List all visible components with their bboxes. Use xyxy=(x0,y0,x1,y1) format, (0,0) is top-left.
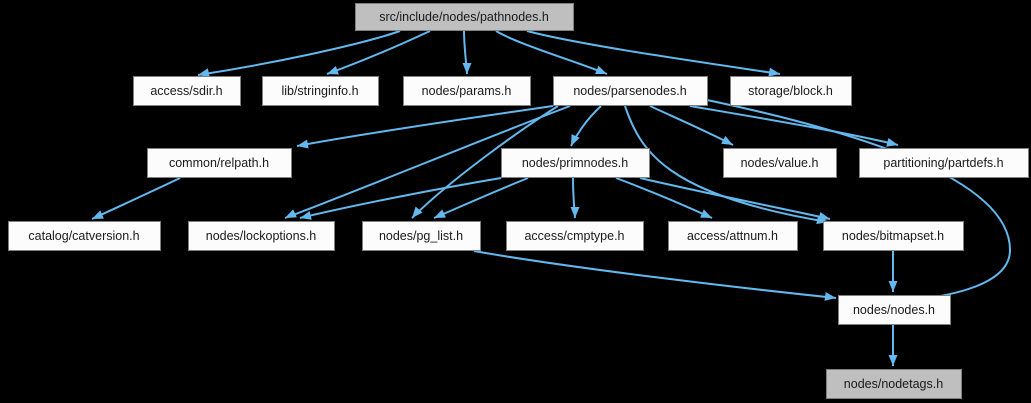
node-label: nodes/pg_list.h xyxy=(379,229,463,243)
node-box[interactable] xyxy=(362,221,481,251)
node-box[interactable] xyxy=(838,295,951,325)
edge-primnodes-to-lockoptions xyxy=(299,177,502,220)
node-label: lib/stringinfo.h xyxy=(281,84,358,98)
node-label: access/cmptype.h xyxy=(524,229,624,243)
edge-pathnodes-to-parsenodes xyxy=(495,30,608,75)
graph-node-nodetags[interactable]: nodes/nodetags.h xyxy=(826,369,962,399)
edge-parsenodes-to-value xyxy=(649,105,734,146)
edge-parsenodes-to-relpath xyxy=(296,105,554,149)
edge-pathnodes-to-params xyxy=(462,30,472,75)
arrowhead-icon xyxy=(595,65,607,75)
arrowhead-icon xyxy=(412,206,423,218)
edge-pathnodes-to-block xyxy=(526,30,781,77)
edge-primnodes-to-bitmapset xyxy=(639,177,831,221)
node-box[interactable] xyxy=(859,148,1029,178)
arrowhead-icon xyxy=(570,207,580,218)
edge-pathnodes-to-sdir xyxy=(197,30,401,78)
edge-primnodes-to-attnum xyxy=(615,177,713,219)
node-box[interactable] xyxy=(501,148,650,178)
arrowhead-icon xyxy=(285,209,297,218)
arrowhead-icon xyxy=(327,66,339,75)
node-box[interactable] xyxy=(8,221,161,251)
graph-node-cmptype[interactable]: access/cmptype.h xyxy=(506,221,644,251)
arrowhead-icon xyxy=(571,134,580,146)
edge-primnodes-to-pg_list xyxy=(433,177,529,219)
node-label: nodes/params.h xyxy=(422,84,512,98)
graph-node-catversion[interactable]: catalog/catversion.h xyxy=(8,221,161,251)
node-box[interactable] xyxy=(188,221,335,251)
node-label: access/attnum.h xyxy=(687,229,778,243)
arrowhead-icon xyxy=(198,68,210,78)
node-label: nodes/parsenodes.h xyxy=(573,84,686,98)
graph-node-bitmapset[interactable]: nodes/bitmapset.h xyxy=(823,221,964,251)
graph-node-pathnodes[interactable]: src/include/nodes/pathnodes.h xyxy=(355,3,574,31)
node-label: storage/block.h xyxy=(748,84,833,98)
node-box[interactable] xyxy=(506,221,644,251)
node-label: common/relpath.h xyxy=(169,156,269,170)
arrowhead-icon xyxy=(92,210,104,219)
node-box[interactable] xyxy=(553,76,708,106)
edge-parsenodes-to-lockoptions xyxy=(284,105,571,219)
arrowhead-icon xyxy=(768,67,780,77)
node-box[interactable] xyxy=(723,148,837,178)
node-label: nodes/value.h xyxy=(741,156,819,170)
node-box[interactable] xyxy=(823,221,964,251)
arrowhead-icon xyxy=(297,139,309,149)
graph-node-partdefs[interactable]: partitioning/partdefs.h xyxy=(859,148,1029,178)
graph-node-value[interactable]: nodes/value.h xyxy=(723,148,837,178)
graph-node-params[interactable]: nodes/params.h xyxy=(403,76,531,106)
arrowhead-icon xyxy=(886,137,898,147)
arrowhead-icon xyxy=(818,211,830,221)
edge-bitmapset-to-nodes xyxy=(888,250,898,292)
node-label: nodes/nodes.h xyxy=(853,303,935,317)
edge-pathnodes-to-stringinfo xyxy=(326,30,431,75)
node-label: nodes/lockoptions.h xyxy=(206,229,317,243)
arrowhead-icon xyxy=(434,209,446,218)
node-label: nodes/nodetags.h xyxy=(844,377,943,391)
graph-node-primnodes[interactable]: nodes/primnodes.h xyxy=(501,148,650,178)
graph-node-relpath[interactable]: common/relpath.h xyxy=(147,148,292,178)
node-box[interactable] xyxy=(730,76,852,106)
graph-node-block[interactable]: storage/block.h xyxy=(730,76,852,106)
graph-node-stringinfo[interactable]: lib/stringinfo.h xyxy=(262,76,379,106)
arrowhead-icon xyxy=(888,281,898,292)
edges-layer xyxy=(91,30,1012,366)
node-box[interactable] xyxy=(668,221,798,251)
node-box[interactable] xyxy=(355,3,574,31)
node-label: catalog/catversion.h xyxy=(28,229,139,243)
node-label: src/include/nodes/pathnodes.h xyxy=(379,10,549,24)
node-label: nodes/primnodes.h xyxy=(522,156,628,170)
graph-node-attnum[interactable]: access/attnum.h xyxy=(668,221,798,251)
graph-node-lockoptions[interactable]: nodes/lockoptions.h xyxy=(188,221,335,251)
node-box[interactable] xyxy=(262,76,379,106)
edge-relpath-to-catversion xyxy=(91,177,181,220)
edge-parsenodes-to-primnodes xyxy=(570,105,602,147)
arrowhead-icon xyxy=(721,135,733,145)
node-label: nodes/bitmapset.h xyxy=(842,229,944,243)
node-box[interactable] xyxy=(133,76,241,106)
edge-pg_list-to-nodes xyxy=(473,250,837,301)
arrowhead-icon xyxy=(300,210,312,220)
node-box[interactable] xyxy=(826,369,962,399)
graph-node-pg_list[interactable]: nodes/pg_list.h xyxy=(362,221,481,251)
arrowhead-icon xyxy=(462,63,472,74)
edge-nodes-to-nodetags xyxy=(888,324,898,366)
graph-node-nodes[interactable]: nodes/nodes.h xyxy=(838,295,951,325)
arrowhead-icon xyxy=(888,355,898,366)
nodes-layer: src/include/nodes/pathnodes.h access/sdir… xyxy=(8,3,1029,399)
node-box[interactable] xyxy=(403,76,531,106)
arrowhead-icon xyxy=(824,292,836,301)
node-label: access/sdir.h xyxy=(150,84,222,98)
node-label: partitioning/partdefs.h xyxy=(883,156,1003,170)
arrowhead-icon xyxy=(700,209,712,218)
graph-node-parsenodes[interactable]: nodes/parsenodes.h xyxy=(553,76,708,106)
graph-node-sdir[interactable]: access/sdir.h xyxy=(133,76,241,106)
edge-parsenodes-to-pg_list xyxy=(411,105,559,219)
edge-parsenodes-to-partdefs xyxy=(689,105,899,147)
edge-primnodes-to-cmptype xyxy=(570,177,580,219)
node-box[interactable] xyxy=(147,148,292,178)
